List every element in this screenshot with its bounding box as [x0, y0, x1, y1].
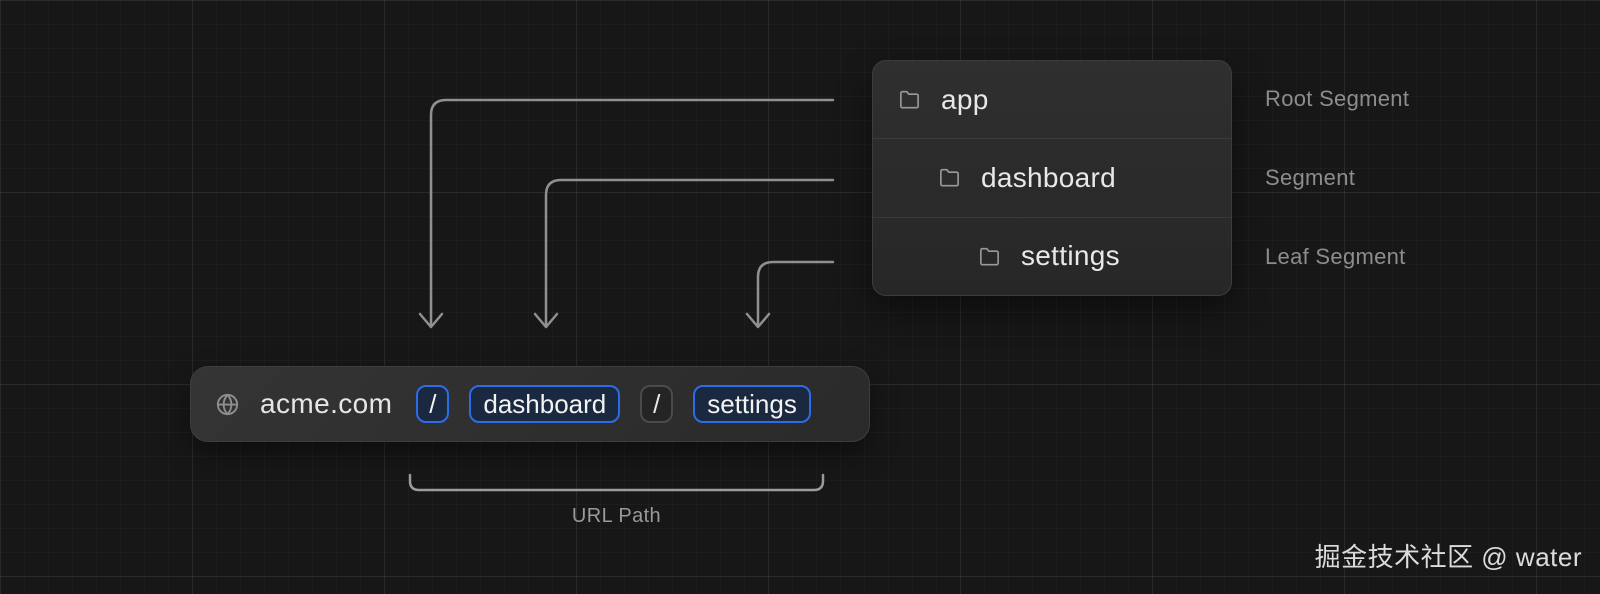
- tree-row-app: app: [873, 61, 1231, 138]
- annotation-leaf-segment: Leaf Segment: [1265, 243, 1406, 269]
- url-chip-slash-1: /: [416, 385, 450, 423]
- url-domain: acme.com: [260, 388, 393, 419]
- tree-row-label: app: [941, 83, 989, 115]
- tree-row-label: dashboard: [981, 161, 1117, 193]
- url-bar: acme.com / dashboard / settings: [190, 366, 870, 442]
- arrow-settings-head: [745, 312, 771, 329]
- url-chip-settings: settings: [693, 385, 811, 423]
- tree-row-settings: settings: [873, 216, 1231, 295]
- segment-annotations: Root Segment Segment Leaf Segment: [1265, 60, 1585, 296]
- arrow-dashboard-head: [533, 312, 559, 329]
- folder-icon: [980, 247, 999, 266]
- url-path-label: URL Path: [571, 505, 662, 527]
- globe-icon: [216, 393, 239, 415]
- arrow-app-line: [429, 98, 835, 327]
- annotation-segment: Segment: [1265, 165, 1356, 190]
- folder-tree-panel: app dashboard settings: [872, 60, 1232, 296]
- watermark: 掘金技术社区 @ water: [1314, 542, 1582, 572]
- url-path-bracket: [408, 473, 825, 492]
- url-chip-dashboard: dashboard: [469, 385, 621, 423]
- annotation-root-segment: Root Segment: [1265, 86, 1410, 112]
- arrow-settings-line: [756, 260, 835, 327]
- folder-icon: [940, 169, 959, 188]
- url-chip-slash-2: /: [640, 385, 674, 423]
- folder-icon: [900, 90, 919, 109]
- arrow-dashboard-line: [544, 178, 835, 327]
- tree-row-dashboard: dashboard: [873, 138, 1231, 216]
- arrow-app-head: [418, 312, 444, 329]
- tree-row-label: settings: [1021, 240, 1120, 272]
